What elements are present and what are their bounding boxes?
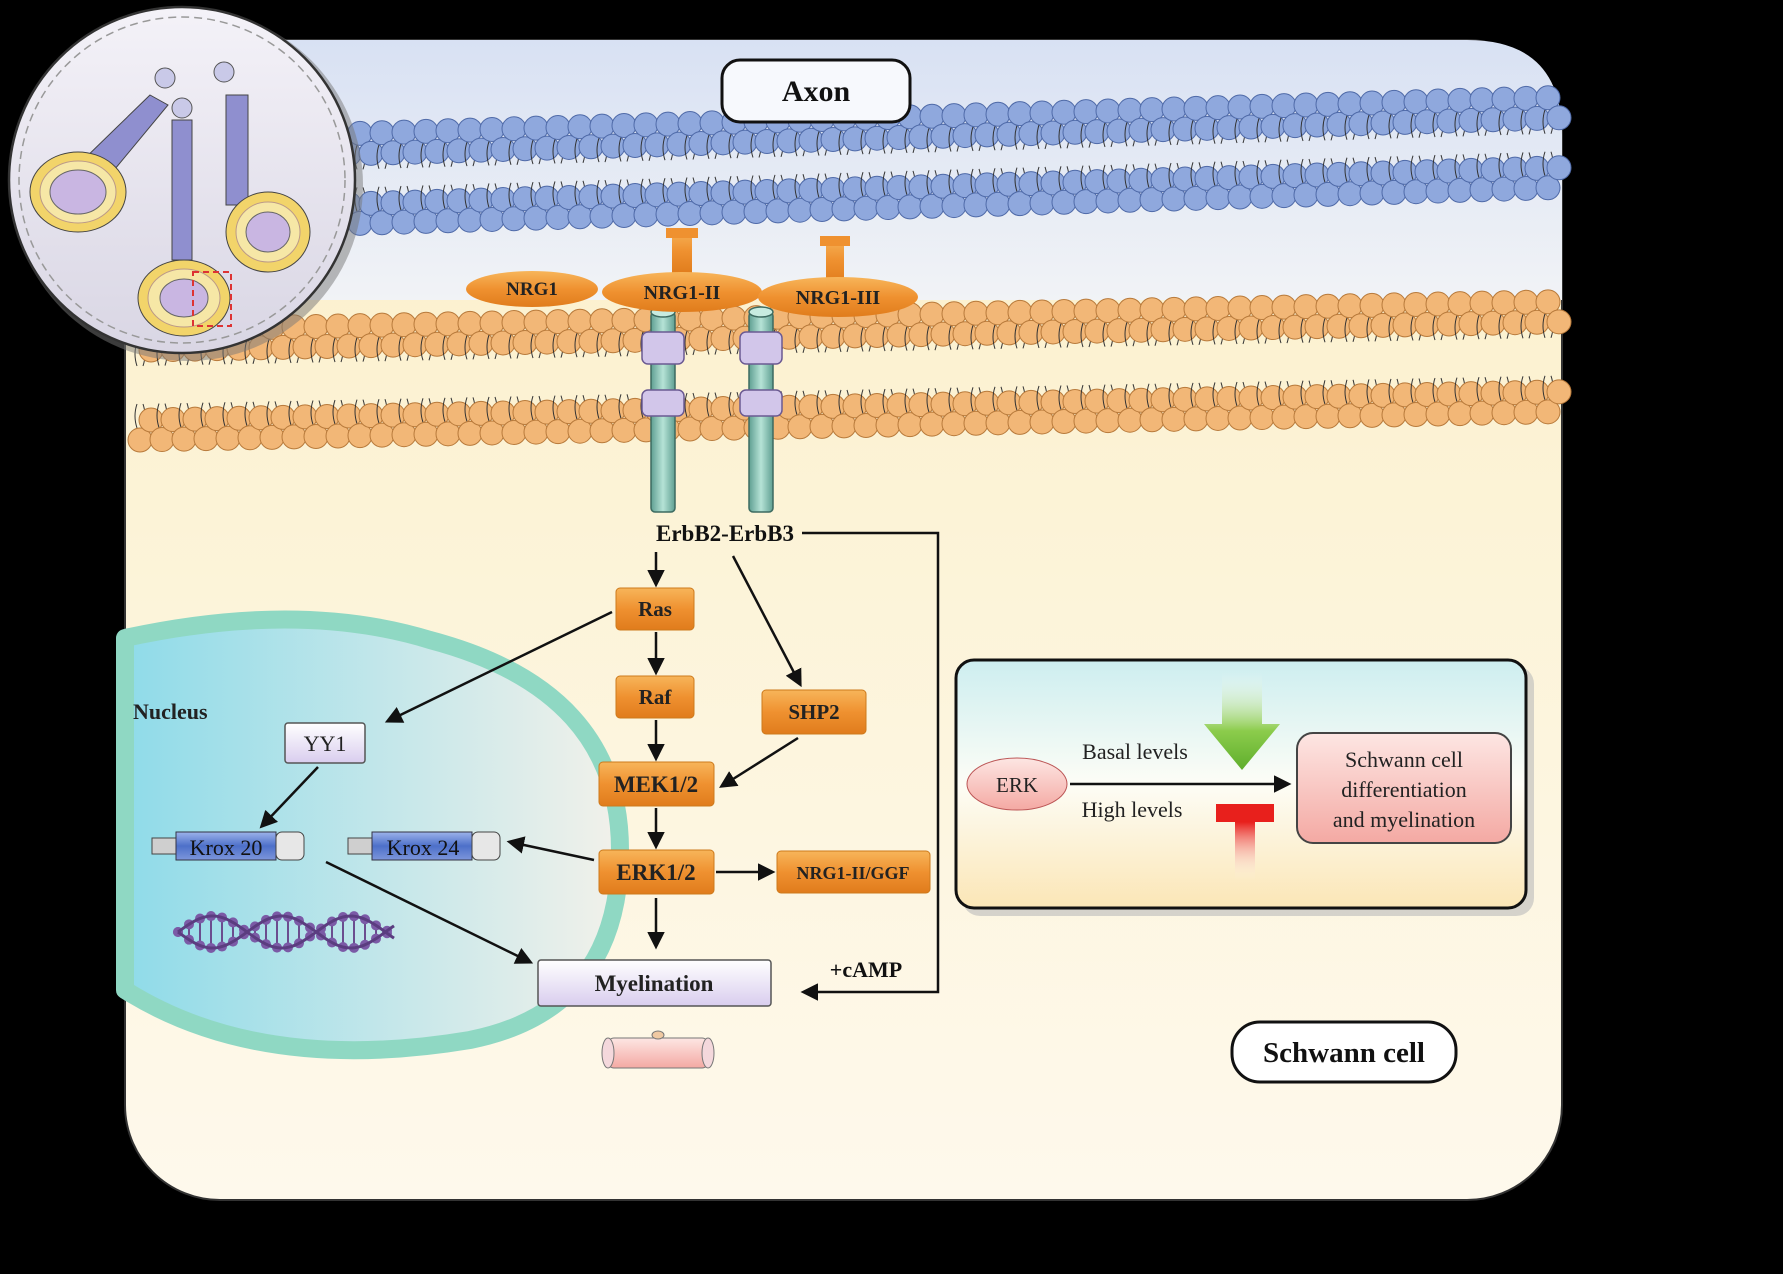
arrow-krox20-myelination bbox=[325, 860, 534, 964]
erk-inset-panel: ERK Basal levels High levels Schwann cel… bbox=[954, 658, 1534, 916]
nrg1-ggf-label: NRG1-II/GGF bbox=[796, 863, 909, 883]
mek-box: MEK1/2 bbox=[598, 761, 715, 807]
arrow-receptor-shp2 bbox=[731, 555, 802, 688]
pathway-arrows bbox=[259, 531, 940, 1001]
myelination-label: Myelination bbox=[595, 971, 714, 996]
axon-label: Axon bbox=[720, 58, 912, 124]
schwann-cell-label: Schwann cell bbox=[1230, 1020, 1458, 1084]
arrow-shp2-mek bbox=[719, 736, 799, 788]
inset-basal-label: Basal levels bbox=[1082, 739, 1188, 764]
raf-box: Raf bbox=[615, 675, 695, 719]
krox20-label: Krox 20 bbox=[190, 835, 263, 860]
zoom-region-box bbox=[192, 271, 232, 327]
inhibit-bar-icon bbox=[1216, 804, 1274, 822]
inhibit-stem-icon bbox=[1235, 822, 1255, 880]
yy1-label: YY1 bbox=[304, 731, 347, 756]
krox24-label: Krox 24 bbox=[387, 835, 460, 860]
inset-high-label: High levels bbox=[1082, 797, 1183, 822]
nerve-fibre-middle bbox=[137, 97, 232, 337]
camp-label: +cAMP bbox=[830, 957, 902, 982]
dna-helix bbox=[173, 911, 395, 953]
inset-erk-label: ERK bbox=[996, 773, 1038, 797]
nrg1-iii-label: NRG1-III bbox=[796, 287, 881, 309]
ras-label: Ras bbox=[638, 597, 672, 621]
erk12-label: ERK1/2 bbox=[616, 860, 695, 885]
nrg1-iii-ligand: NRG1-III bbox=[758, 236, 918, 317]
arrow-ras-yy1 bbox=[384, 610, 613, 723]
nerve-fibre-right bbox=[213, 61, 311, 273]
krox24-gene: Krox 24 bbox=[347, 831, 501, 861]
krox20-gene: Krox 20 bbox=[151, 831, 305, 861]
nrg1-ggf-box: NRG1-II/GGF bbox=[776, 850, 931, 894]
schwann-cell-label-text: Schwann cell bbox=[1263, 1037, 1425, 1069]
schwann-membrane bbox=[127, 289, 1572, 453]
axon-label-text: Axon bbox=[782, 75, 851, 108]
nrg1-label: NRG1 bbox=[506, 279, 558, 300]
nrg1-ii-ligand: NRG1-II bbox=[602, 228, 762, 312]
receptor-label: ErbB2-ErbB3 bbox=[656, 521, 794, 546]
shp2-box: SHP2 bbox=[761, 689, 867, 735]
mek-label: MEK1/2 bbox=[614, 772, 698, 797]
yy1-box: YY1 bbox=[284, 722, 366, 764]
shp2-label: SHP2 bbox=[788, 700, 839, 724]
myelination-box: Myelination bbox=[537, 959, 772, 1007]
nerve-fibre-left bbox=[29, 67, 176, 233]
arrow-yy1-krox20 bbox=[259, 766, 319, 829]
raf-label: Raf bbox=[639, 685, 673, 709]
outcome-line1: Schwann cell bbox=[1345, 747, 1463, 772]
ras-box: Ras bbox=[615, 587, 695, 631]
erbb2-receptor bbox=[641, 306, 685, 513]
nrg1-ii-label: NRG1-II bbox=[644, 282, 721, 304]
erbb3-receptor bbox=[739, 306, 783, 513]
myelin-segment-icon bbox=[601, 1030, 715, 1069]
promote-arrow-icon bbox=[1204, 672, 1280, 770]
outcome-line2: differentiation bbox=[1341, 777, 1466, 802]
arrow-erk-krox24 bbox=[506, 836, 595, 862]
nucleus-label: Nucleus bbox=[133, 699, 208, 724]
outcome-line3: and myelination bbox=[1333, 807, 1475, 832]
erk12-box: ERK1/2 bbox=[598, 849, 715, 895]
nrg1-ligand: NRG1 bbox=[466, 271, 598, 307]
overview-circle bbox=[7, 5, 363, 361]
arrow-receptor-camp-myelination bbox=[800, 531, 940, 1001]
